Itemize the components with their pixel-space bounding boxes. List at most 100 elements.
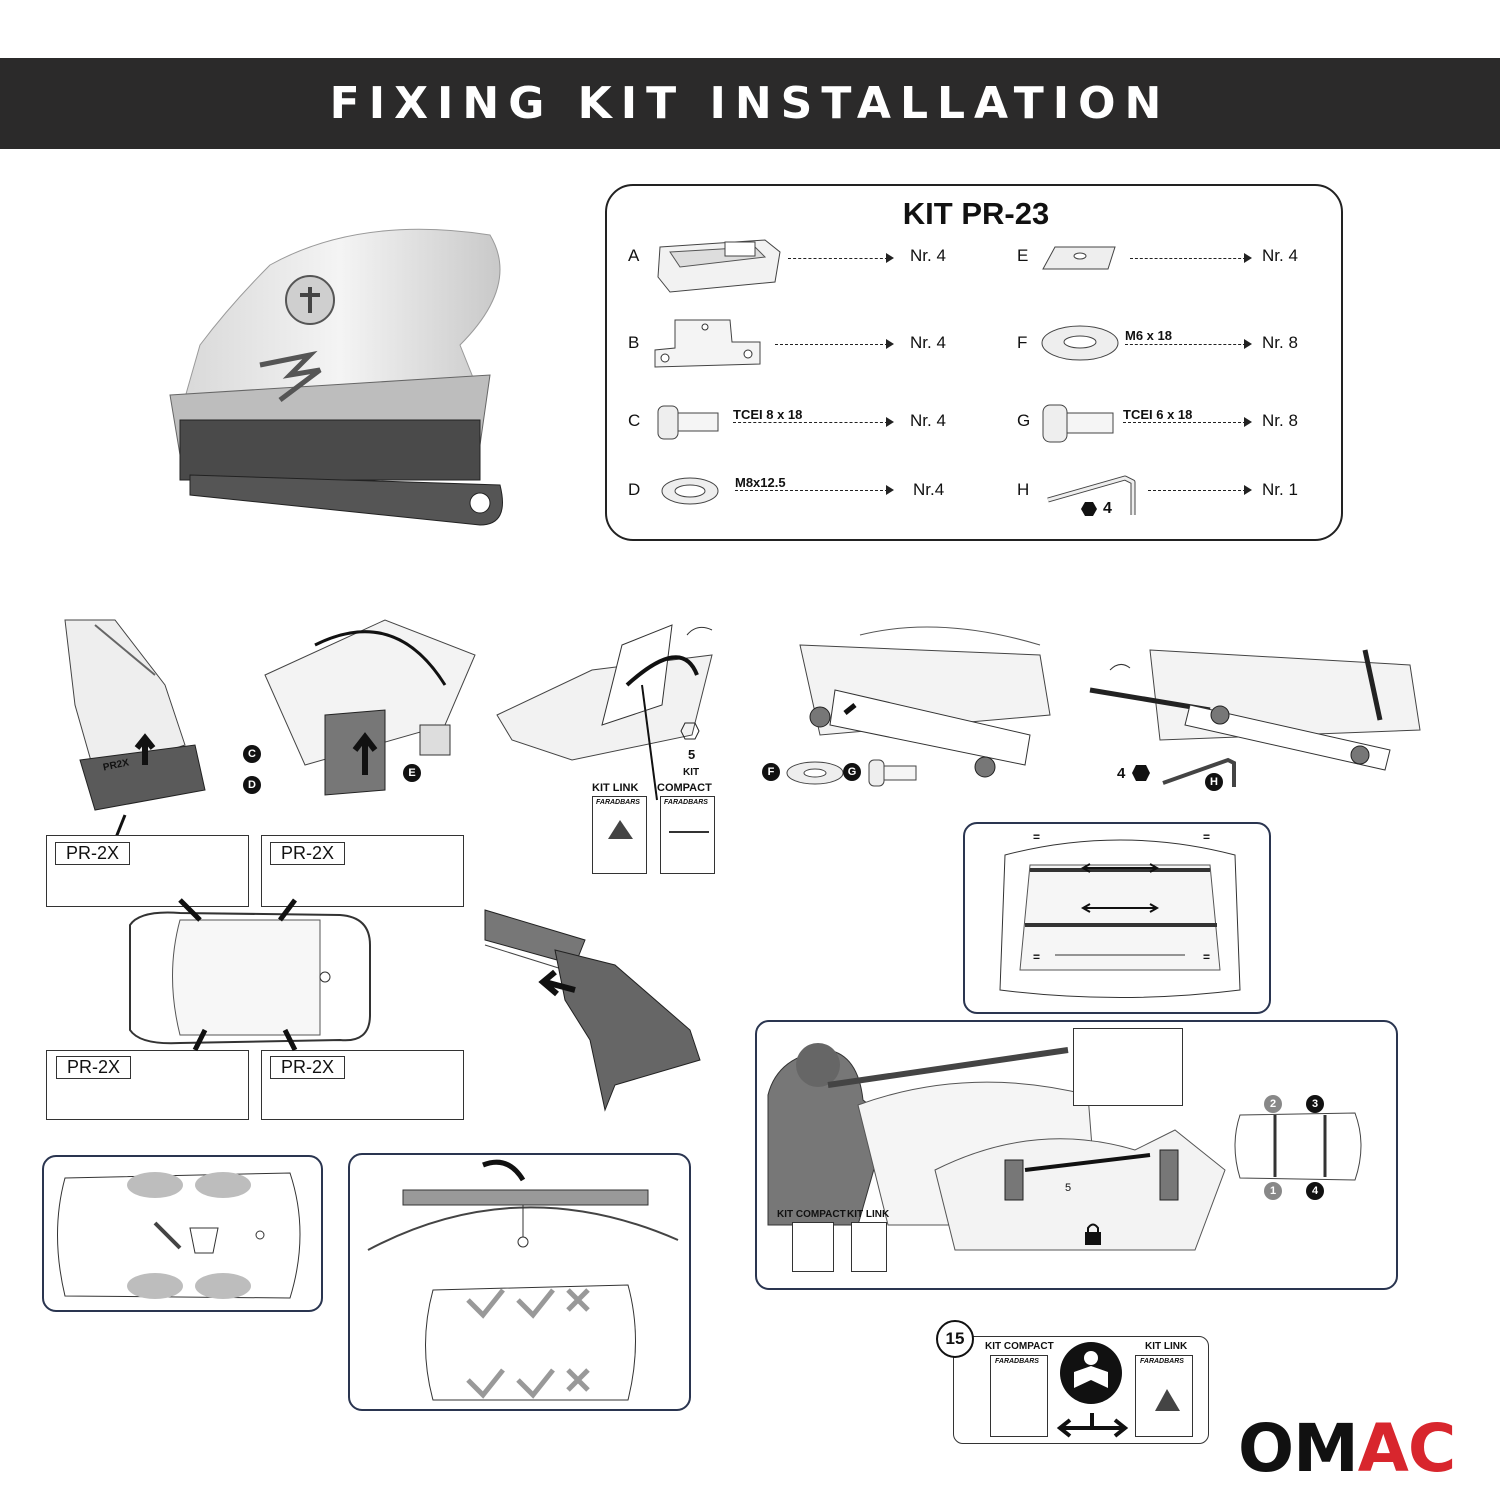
dashed-arrow — [735, 485, 894, 495]
manual-brand: FARADBARS — [995, 1358, 1039, 1365]
dashed-arrow — [1123, 417, 1252, 427]
part-f-spec: M6 x 18 — [1125, 328, 1172, 343]
kit-link-manual-icon: FARADBARS — [1135, 1355, 1193, 1437]
part-f-washer-icon — [1041, 325, 1119, 361]
kit-link-manual-icon — [851, 1222, 887, 1272]
read-manual-icon — [1060, 1342, 1122, 1404]
pr2x-tag-panel-3 — [46, 1050, 249, 1120]
part-letter-g: G — [1017, 411, 1031, 430]
brand-logo: OMAC — [1238, 1410, 1456, 1487]
step-15-panel — [953, 1336, 1209, 1444]
bar-spacing-panel — [963, 822, 1271, 1014]
kit-link-manual-icon: FARADBARS — [592, 796, 647, 874]
part-letter-h: H — [1017, 480, 1030, 499]
kit-link-label: KIT LINK — [592, 782, 639, 794]
part-d-spec: M8x12.5 — [735, 475, 786, 490]
callout-f: F — [762, 763, 780, 781]
pr2x-tag-3: PR-2X — [56, 1056, 132, 1079]
roof-rack-foot-illustration — [169, 228, 503, 526]
hex-key-icon — [1162, 757, 1236, 787]
part-f-quantity: Nr. 8 — [1262, 333, 1298, 352]
kit-link-label: KIT LINK — [1145, 1341, 1188, 1352]
mounting-detail-illustration — [934, 1129, 1226, 1251]
foot-sticker-step-illustration — [64, 619, 206, 841]
part-g-quantity: Nr. 8 — [1262, 411, 1298, 430]
hex-tighten-step-illustration — [1089, 649, 1421, 771]
car-roof-topview-illustration — [129, 898, 371, 1052]
part-letter-b: B — [628, 333, 640, 352]
page-title: FIXING KIT INSTALLATION — [329, 78, 1171, 129]
part-letter-f: F — [1017, 333, 1028, 352]
kit-compact-label: KIT COMPACT — [985, 1341, 1054, 1352]
part-c-quantity: Nr. 4 — [910, 411, 946, 430]
car-topview-order-illustration — [1234, 1112, 1362, 1181]
part-c-spec: TCEI 8 x 18 — [733, 407, 803, 422]
part-letter-a: A — [628, 246, 640, 265]
callout-h: H — [1205, 773, 1223, 791]
pr2x-tag-4: PR-2X — [270, 1056, 346, 1079]
part-g-bolt-icon — [1042, 404, 1114, 443]
dashed-arrow — [1148, 485, 1252, 495]
equal-mark: = — [1203, 950, 1211, 964]
step-15-number: 15 — [936, 1320, 974, 1358]
part-letter-d: D — [628, 480, 641, 499]
part-d-quantity: Nr.4 — [913, 480, 945, 499]
part-a-quantity: Nr. 4 — [910, 246, 946, 265]
brand-logo-text: OMAC — [1238, 1410, 1456, 1487]
kit-contents-panel: KIT PR-23 — [605, 184, 1343, 541]
part-e-plate-icon — [1042, 246, 1116, 270]
equal-mark: = — [1033, 830, 1041, 844]
hex-key-icon — [1047, 475, 1136, 516]
dashed-arrow — [775, 339, 894, 349]
detail-inset — [1073, 1028, 1183, 1106]
bolt-fit-step-illustration — [799, 626, 1051, 778]
padlock-icon — [1085, 1223, 1101, 1245]
bolt-icon — [868, 759, 917, 787]
part-c-bolt-icon — [657, 405, 719, 440]
hex-size-5: 5 — [1065, 1182, 1072, 1194]
hex-key-icon — [680, 722, 700, 740]
callout-g: G — [843, 763, 861, 781]
callout-e: E — [403, 764, 421, 782]
callout-c: C — [243, 745, 261, 763]
dashed-arrow — [733, 417, 894, 427]
kit-title: KIT PR-23 — [902, 196, 1050, 231]
final-tightening-panel — [755, 1020, 1398, 1290]
washer-icon — [786, 761, 844, 785]
part-letter-c: C — [628, 411, 641, 430]
manual-brand: FARADBARS — [1140, 1358, 1184, 1365]
pr2x-tag-1: PR-2X — [55, 842, 131, 865]
kit-compact-manual-icon: FARADBARS — [990, 1355, 1048, 1437]
manual-brand: FARADBARS — [664, 799, 708, 806]
callout-d: D — [243, 776, 261, 794]
dashed-arrow — [1130, 253, 1252, 263]
roof-cleaning-panel — [42, 1155, 323, 1312]
order-number-3: 3 — [1306, 1095, 1324, 1113]
roof-cleaning-illustration — [57, 1172, 301, 1299]
dashed-arrow — [788, 253, 894, 263]
hex-size-label: 4 — [1103, 500, 1112, 517]
kit-compact-label-line1: KIT — [683, 767, 700, 778]
part-d-washer-icon — [661, 477, 719, 505]
part-b-quantity: Nr. 4 — [910, 333, 946, 352]
dashed-arrow — [1125, 339, 1252, 349]
part-g-spec: TCEI 6 x 18 — [1123, 407, 1193, 422]
pr2x-tag-2: PR-2X — [270, 842, 346, 865]
kit-compact-label: KIT COMPACT — [777, 1209, 846, 1220]
part-b-bracket-icon — [654, 319, 761, 368]
bar-spacing-illustration — [999, 839, 1241, 998]
kit-compact-manual-icon: FARADBARS — [660, 796, 715, 874]
manual-brand: FARADBARS — [596, 799, 640, 806]
order-number-2: 2 — [1264, 1095, 1282, 1113]
equal-mark: = — [1203, 830, 1211, 844]
part-e-quantity: Nr. 4 — [1262, 246, 1298, 265]
part-h-quantity: Nr. 1 — [1262, 480, 1298, 499]
order-number-1: 1 — [1264, 1182, 1282, 1200]
part-a-base-icon — [657, 239, 781, 293]
part-letter-e: E — [1017, 246, 1029, 265]
equal-mark: = — [1033, 950, 1041, 964]
hex-size-5: 5 — [688, 747, 696, 762]
hex-bullet-icon — [1132, 765, 1150, 781]
tighten-bolt-step-illustration — [496, 624, 713, 801]
hex-size-4: 4 — [1117, 765, 1126, 782]
